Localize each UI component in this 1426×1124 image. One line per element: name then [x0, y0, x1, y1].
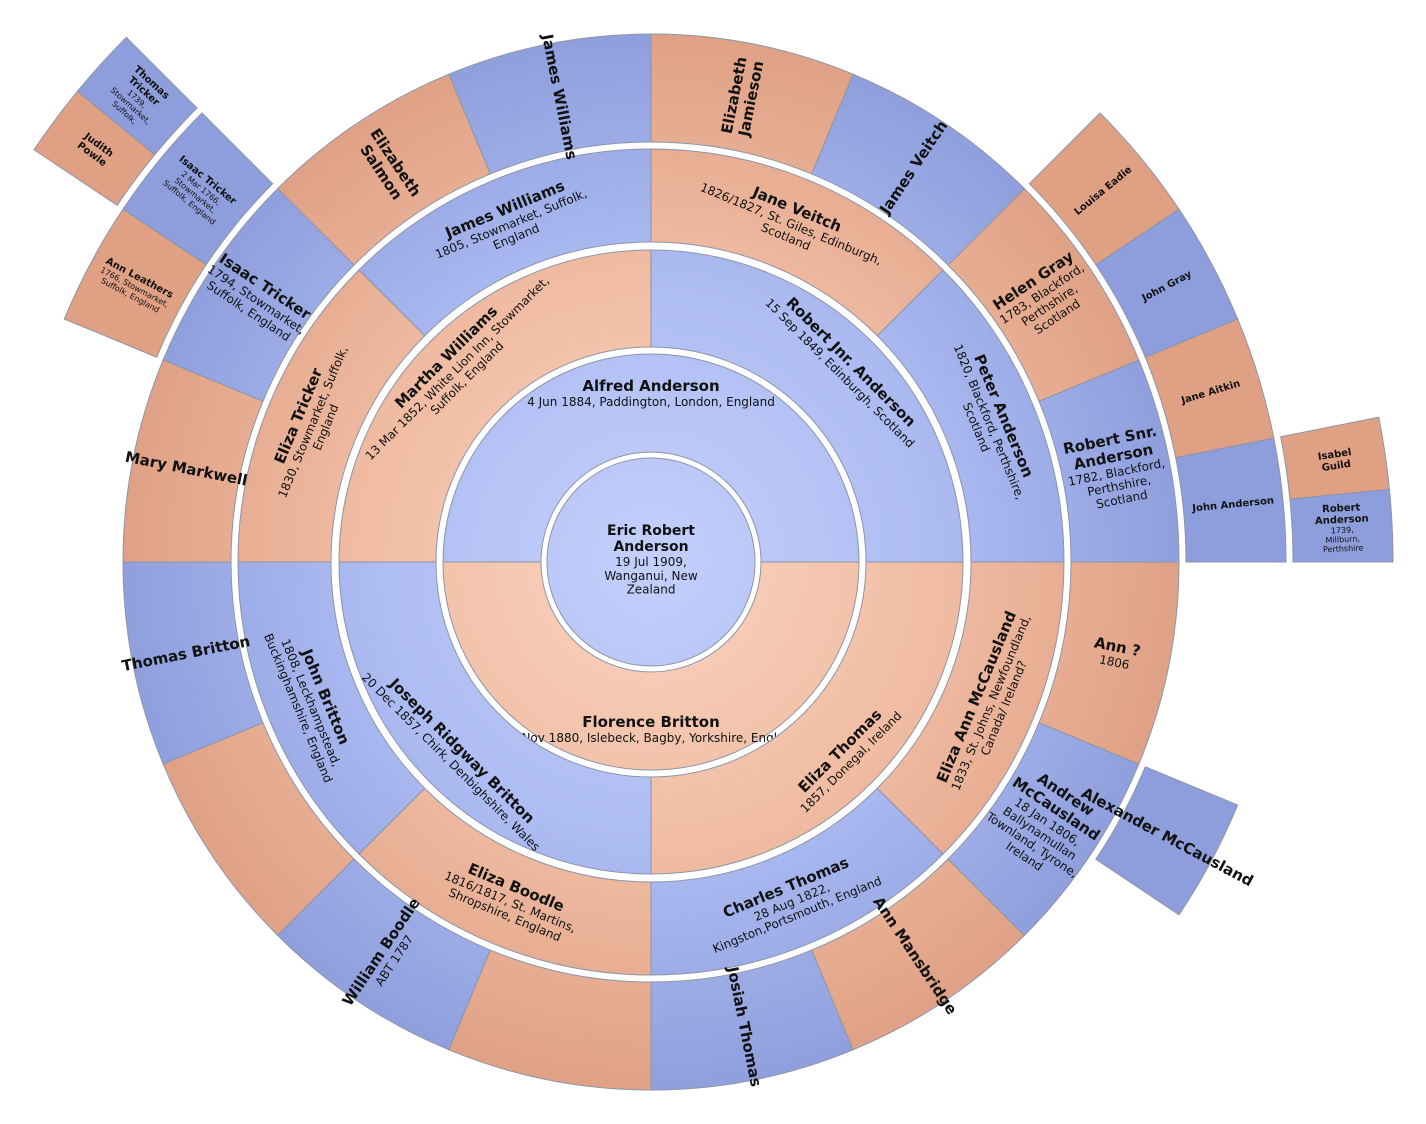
ancestor-segment[interactable]: [33, 90, 156, 207]
ancestor-ann-mansbridge[interactable]: Ann Mansbridge: [811, 858, 1026, 1051]
ancestor-helen-gray[interactable]: Helen Gray1783, Blackford,Perthshire,Sco…: [947, 187, 1140, 402]
ancestor-robert-jnr-anderson[interactable]: Robert Jnr. Anderson15 Sep 1849, Edinbur…: [650, 249, 964, 563]
ancestor-william-boodle[interactable]: William BoodleABT 1787: [276, 858, 491, 1051]
ancestor-louisa-eadie[interactable]: Louisa Eadie: [1028, 112, 1180, 266]
person-details-line: Wanganui, New: [604, 569, 698, 583]
person-details-line: Millburn,: [1325, 534, 1360, 545]
person-name-line: Alfred Anderson: [582, 377, 719, 395]
ancestor-mary-markwell[interactable]: Mary Markwell: [122, 359, 264, 563]
ancestor-segment[interactable]: [1038, 561, 1180, 765]
ancestor-thomas-tricker[interactable]: ThomasTricker1739,Stowmarket,Suffolk,: [76, 36, 198, 156]
ancestor-elizabeth-salmon[interactable]: ElizabethSalmon: [276, 73, 491, 266]
person-label: RobertAnderson1739,Millburn,Perthshire: [1314, 502, 1370, 555]
ancestor-eliza-boodle[interactable]: Eliza Boodle1816/1817, St. Martins,Shrop…: [358, 787, 652, 976]
ancestor-segment[interactable]: [1095, 766, 1239, 916]
person-name-line: Anderson: [613, 539, 688, 555]
person-name-line: Eric Robert: [607, 523, 695, 539]
ancestor-segment[interactable]: [338, 561, 652, 875]
person-details-line: 29 Nov 1880, Islebeck, Bagby, Yorkshire,…: [502, 731, 799, 745]
ancestor-segment[interactable]: [650, 561, 964, 875]
ancestor-james-williams[interactable]: James Williams: [448, 32, 652, 175]
person-details-line: Perthshire: [1323, 543, 1364, 554]
ancestor-john-anderson[interactable]: John Anderson: [1175, 437, 1287, 563]
person-label: Ann ?1806: [1090, 633, 1142, 673]
ancestor-ann-leathers[interactable]: Ann Leathers1766, Stowmarket,Suffolk, En…: [63, 208, 207, 358]
person-name-line: Florence Britton: [582, 713, 720, 731]
ancestor-jane-aitkin[interactable]: Jane Aitkin: [1144, 318, 1275, 459]
ancestor-segment[interactable]: [1028, 112, 1180, 266]
ancestor-john-gray[interactable]: John Gray: [1095, 208, 1239, 358]
ancestor-segment[interactable]: [63, 208, 207, 358]
ancestor-segment[interactable]: [650, 249, 964, 563]
ancestor-charles-thomas[interactable]: Charles Thomas28 Aug 1822,Kingston,Ports…: [650, 787, 944, 976]
person-name-line: Robert: [1322, 502, 1361, 515]
person-details-line: 1806: [1098, 652, 1131, 672]
person-details-line: 4 Jun 1884, Paddington, London, England: [527, 395, 775, 409]
ancestor-robert-anderson[interactable]: RobertAnderson1739,Millburn,Perthshire: [1289, 488, 1394, 563]
ancestor-segment[interactable]: [442, 353, 860, 563]
ancestor-peter-anderson[interactable]: Peter Anderson1820, Blackford, Perthshir…: [876, 269, 1065, 563]
ancestor-segment[interactable]: [442, 561, 860, 771]
person-details-line: 19 Jul 1909,: [615, 555, 687, 569]
ancestor-segment[interactable]: [1280, 416, 1390, 500]
ancestor-andrew-mccausland[interactable]: AndrewMcCausland18 Jan 1806,Ballynamulla…: [947, 722, 1140, 937]
ancestor-isaac-tricker[interactable]: Isaac Tricker2 Mar 1766,Stowmarket,Suffo…: [122, 112, 274, 266]
person-label: IsabelGuild: [1317, 447, 1354, 474]
person-details-line: 1739,: [1331, 525, 1354, 535]
ancestor-segment[interactable]: [876, 561, 1065, 855]
ancestor-eliza-tricker[interactable]: Eliza Tricker1830, Stowmarket, Suffolk,E…: [237, 269, 426, 563]
person-name-line: Anderson: [1315, 513, 1369, 527]
ancestor-josiah-thomas[interactable]: Josiah Thomas: [650, 949, 854, 1091]
ancestor-elizabeth-jamieson[interactable]: ElizabethJamieson: [650, 33, 854, 175]
ancestor-thomas-britton[interactable]: Thomas Britton: [120, 561, 264, 765]
ancestor-segment[interactable]: [338, 249, 652, 563]
ancestor-isabel-guild[interactable]: IsabelGuild: [1280, 416, 1390, 500]
ancestor-judith-powle[interactable]: JudithPowle: [33, 90, 156, 207]
root-person-circle[interactable]: [546, 457, 756, 667]
ancestor-ann[interactable]: Ann ?1806: [1038, 561, 1180, 765]
person-details-line: Zealand: [627, 583, 676, 597]
ancestor-james-williams[interactable]: James Williams1805, Stowmarket, Suffolk,…: [358, 148, 652, 337]
person-name-line: Guild: [1321, 459, 1352, 474]
ancestor-martha-williams[interactable]: Martha Williams13 Mar 1852, White Lion I…: [338, 249, 652, 563]
person-name-line: Isabel: [1317, 447, 1352, 463]
